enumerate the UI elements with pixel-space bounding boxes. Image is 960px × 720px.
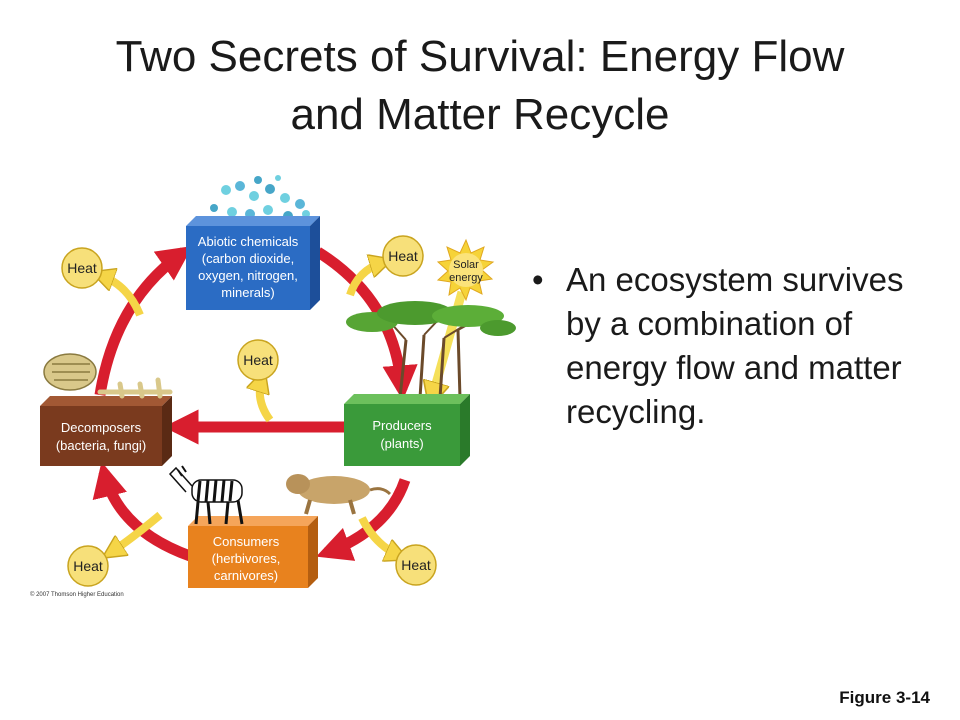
- heat-label: Heat: [401, 557, 431, 573]
- heat-arrow-topleft: [100, 275, 144, 317]
- title-line-1: Two Secrets of Survival: Energy Flow: [115, 32, 845, 81]
- producers-label-line2: (plants): [380, 436, 423, 451]
- producers-label-line1: Producers: [372, 418, 432, 433]
- heat-arrow-bottomleft: [110, 511, 163, 553]
- decomposers-box: Decomposers (bacteria, fungi): [40, 396, 172, 466]
- heat-badge-center: Heat: [237, 339, 279, 381]
- abiotic-chemicals-box: Abiotic chemicals (carbon dioxide, oxyge…: [186, 216, 320, 310]
- solar-label-line2: energy: [449, 272, 483, 284]
- fungi-illustration: [43, 353, 173, 399]
- abiotic-label-line1: Abiotic chemicals: [198, 234, 299, 249]
- figure-label: Figure 3-14: [839, 688, 930, 707]
- consumers-box-face: [188, 526, 308, 588]
- heat-badge-topleft: Heat: [61, 247, 103, 289]
- heat-arrow-center: [260, 378, 274, 423]
- heat-arrow-bottomright: [358, 516, 400, 556]
- decomposers-box-face: [40, 406, 162, 466]
- molecules-icon: [210, 175, 310, 221]
- decomposers-label-line1: Decomposers: [61, 420, 142, 435]
- cycle-arrow-consumers-to-decomposers: [92, 461, 192, 562]
- bullet-point-icon: •: [532, 261, 544, 298]
- heat-label: Heat: [243, 352, 273, 368]
- heat-label: Heat: [67, 260, 97, 276]
- heat-label: Heat: [73, 558, 103, 574]
- heat-badge-bottomleft: Heat: [67, 545, 109, 587]
- ecosystem-diagram: Solar energy Abiotic chemicals (carbon d…: [30, 175, 516, 598]
- producers-box: Producers (plants): [344, 394, 470, 466]
- slide-title: Two Secrets of Survival: Energy Flow and…: [0, 28, 960, 144]
- solar-label-line1: Solar: [453, 259, 479, 271]
- abiotic-label-line4: minerals): [221, 285, 274, 300]
- heat-arrow-topright: [346, 262, 384, 297]
- consumers-box: Consumers (herbivores, carnivores): [188, 516, 318, 588]
- tree-illustration: [346, 301, 516, 399]
- consumers-label-line1: Consumers: [213, 534, 280, 549]
- lion-illustration: [286, 474, 392, 515]
- copyright-text: © 2007 Thomson Higher Education: [30, 591, 124, 598]
- cycle-arrow-decomposers-to-abiotic: [94, 245, 193, 396]
- heat-badge-topright: Heat: [382, 235, 424, 277]
- decomposers-label-line2: (bacteria, fungi): [56, 438, 146, 453]
- sun-icon: Solar energy: [436, 238, 495, 302]
- cycle-arrow-abiotic-to-producers: [315, 247, 418, 401]
- bullet-text: An ecosystem survives by a combination o…: [566, 261, 904, 430]
- zebra-illustration: [168, 465, 244, 525]
- consumers-label-line2: (herbivores,: [212, 551, 281, 566]
- abiotic-box-face: [186, 226, 310, 310]
- abiotic-label-line2: (carbon dioxide,: [202, 251, 295, 266]
- producers-box-face: [344, 404, 460, 466]
- title-line-2: and Matter Recycle: [290, 90, 670, 139]
- consumers-label-line3: carnivores): [214, 568, 278, 583]
- heat-badge-bottomright: Heat: [395, 544, 437, 586]
- cycle-arrow-producers-to-consumers: [316, 478, 411, 561]
- abiotic-label-line3: oxygen, nitrogen,: [198, 268, 298, 283]
- heat-label: Heat: [388, 248, 418, 264]
